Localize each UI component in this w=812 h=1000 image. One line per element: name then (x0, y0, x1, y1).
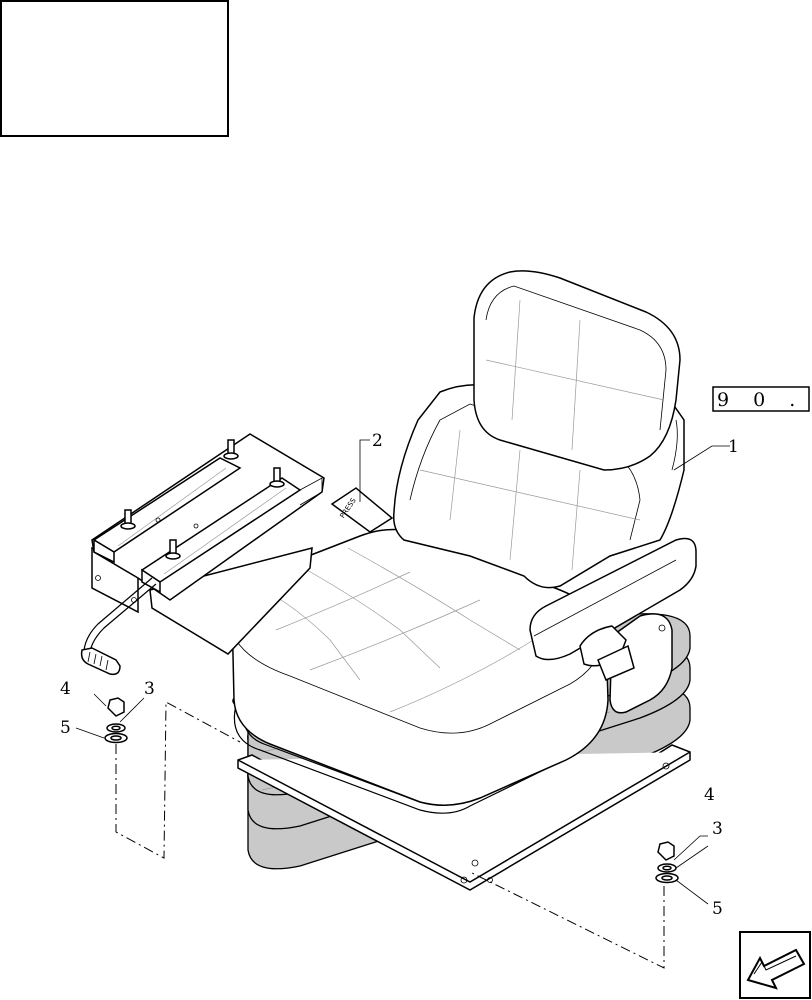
nut-right (657, 841, 675, 861)
stud (165, 539, 181, 560)
seat-cushion (231, 528, 609, 806)
mounting-hole (460, 876, 468, 884)
section-reference-box: 9 0 . 1 2 (712, 386, 812, 412)
mounting-hole (471, 859, 479, 867)
back-arrow-icon (746, 948, 806, 990)
stud (223, 439, 239, 460)
stud (120, 509, 136, 530)
callout-5-right: 5 (712, 899, 723, 919)
hardware-left (104, 697, 128, 744)
callout-1: 1 (728, 437, 739, 457)
assembly-lines (115, 701, 665, 969)
headrest (473, 270, 681, 471)
press-label-part: PRESS (330, 487, 394, 533)
callout-3-left: 3 (144, 679, 155, 699)
leader-lines (75, 439, 730, 905)
armrest (529, 537, 697, 714)
section-reference-text: 9 0 . 1 2 (717, 389, 812, 411)
seat-belt-buckle (597, 644, 635, 681)
callout-5-left: 5 (60, 718, 71, 738)
mounting-hole (487, 877, 493, 883)
callout-4-left: 4 (60, 679, 71, 699)
title-block (0, 0, 229, 137)
hardware-right (655, 841, 679, 884)
back-arrow-button[interactable] (739, 931, 811, 999)
nut-left (107, 697, 125, 717)
slide-lever (80, 577, 157, 676)
callout-3-right: 3 (712, 819, 723, 839)
stud (269, 467, 285, 488)
mounting-hole (662, 762, 670, 770)
callout-2: 2 (372, 431, 383, 451)
callout-4-right: 4 (704, 785, 715, 805)
slide-rail-assembly (91, 433, 325, 655)
